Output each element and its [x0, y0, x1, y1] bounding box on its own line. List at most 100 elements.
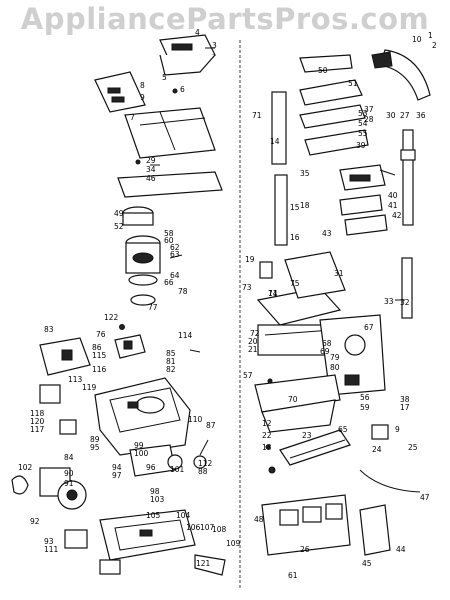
callout: 82: [166, 365, 176, 374]
callout: 11: [268, 289, 278, 298]
callout: 74: [268, 289, 278, 298]
callout: 29: [146, 156, 156, 165]
callout: 99: [134, 441, 144, 450]
callout: 21: [248, 345, 258, 354]
part-filter-tray: [124, 107, 216, 159]
callout: 101: [170, 465, 185, 474]
part-roller: [129, 444, 183, 477]
callout: 40: [388, 191, 398, 200]
callout: 65: [338, 425, 348, 434]
callout: 103: [150, 495, 165, 504]
callout: 83: [44, 325, 54, 334]
callout: 107: [200, 523, 215, 532]
part-washer: [193, 455, 207, 469]
callout: 16: [290, 233, 300, 242]
callout: 98: [150, 487, 160, 496]
callout: 49: [114, 209, 124, 218]
callout: 87: [206, 421, 216, 430]
callout: 69: [320, 347, 330, 356]
callout: 6: [180, 85, 185, 94]
callout: 36: [416, 111, 426, 120]
callout: 1: [428, 31, 433, 40]
callout: 54: [358, 119, 368, 128]
part-filter: [261, 494, 351, 556]
callout: 93: [44, 537, 54, 546]
callout: 118: [30, 409, 45, 418]
callout: 43: [322, 229, 332, 238]
callout: 112: [198, 459, 213, 468]
callout: 64: [170, 271, 180, 280]
callout: 44: [396, 545, 406, 554]
callout: 48: [254, 515, 264, 524]
callout: 111: [44, 545, 59, 554]
callout: 33: [384, 297, 394, 306]
callout: 72: [250, 329, 260, 338]
callout: 23: [302, 431, 312, 440]
callout: 12: [262, 419, 272, 428]
callout: 22: [262, 431, 272, 440]
callout: 120: [30, 417, 45, 426]
callout: 108: [212, 525, 227, 534]
part-wheel-assembly: [39, 467, 87, 510]
callout: 27: [400, 111, 410, 120]
part-bracket-small: [371, 424, 389, 440]
callout: 7: [130, 113, 135, 122]
callout: 57: [243, 371, 253, 380]
callout: 71: [252, 111, 262, 120]
callout: 81: [166, 357, 176, 366]
callout: 119: [82, 383, 97, 392]
callout: 88: [198, 467, 208, 476]
callout: 105: [146, 511, 161, 520]
callout: 50: [318, 66, 328, 75]
callout: 41: [388, 201, 398, 210]
callout: 122: [104, 313, 119, 322]
leader-lines: [150, 47, 405, 456]
part-end-cap: [194, 554, 226, 576]
callout: 77: [148, 303, 158, 312]
callout: 28: [364, 115, 374, 124]
callout: 94: [112, 463, 122, 472]
callout: 80: [330, 363, 340, 372]
part-pad: [39, 384, 61, 404]
callout: 8: [140, 81, 145, 90]
part-brush-heads: [339, 164, 388, 236]
callout: 20: [248, 337, 258, 346]
part-screw: [268, 466, 276, 474]
callout: 106: [186, 523, 201, 532]
callout: 14: [270, 137, 280, 146]
callout: 17: [400, 403, 410, 412]
callout: 34: [146, 165, 156, 174]
callout: 66: [164, 278, 174, 287]
callout: 60: [164, 236, 174, 245]
callout: 30: [386, 111, 396, 120]
part-bottom-plate: [99, 509, 196, 561]
callout: 84: [64, 453, 74, 462]
callout: 100: [134, 449, 149, 458]
callout: 91: [64, 479, 74, 488]
callout: 79: [330, 353, 340, 362]
callout: 15: [290, 203, 300, 212]
callout: 42: [392, 211, 402, 220]
callout: 96: [146, 463, 156, 472]
callout: 67: [364, 323, 374, 332]
part-dusting-tools: [299, 54, 369, 156]
part-clip: [11, 475, 29, 495]
part-screw: [119, 324, 125, 330]
callout: 46: [146, 174, 156, 183]
part-screw: [172, 88, 178, 94]
callout: 55: [358, 129, 368, 138]
callout: 9: [140, 93, 145, 102]
callout: 85: [166, 349, 176, 358]
callout: 13: [262, 443, 272, 452]
callout: 86: [92, 343, 102, 352]
callout: 24: [372, 445, 382, 454]
watermark: AppliancePartsPros.com: [20, 2, 430, 36]
callout: 25: [408, 443, 418, 452]
part-bracket: [94, 71, 146, 113]
callout: 5: [162, 73, 167, 82]
part-cord-reel: [279, 429, 351, 466]
callout: 10: [412, 35, 422, 44]
callout: 97: [112, 471, 122, 480]
part-cartridge-top: [159, 34, 216, 76]
